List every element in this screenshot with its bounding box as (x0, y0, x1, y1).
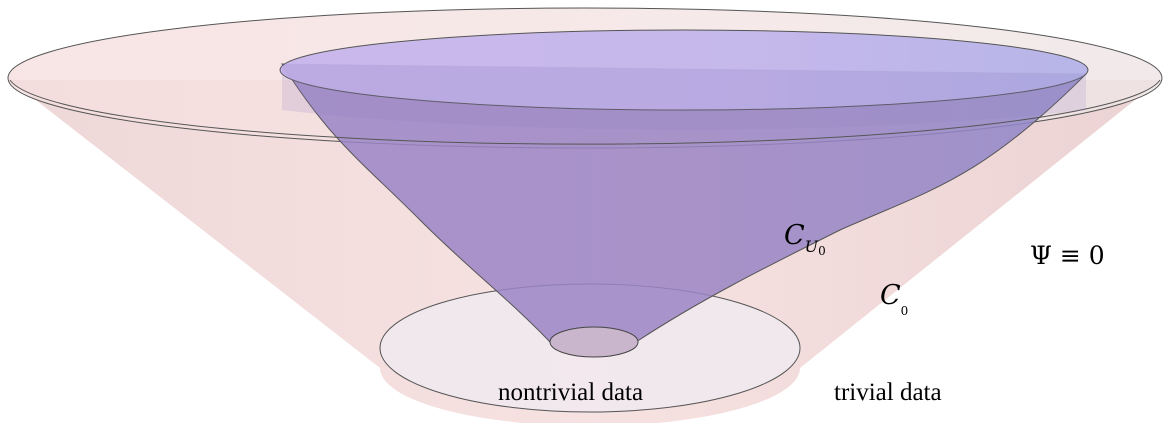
outer-rim-overlay (282, 64, 1086, 130)
trivial-data-label: trivial data (834, 379, 942, 406)
c0-label: C0 (880, 280, 909, 318)
nontrivial-data-label: nontrivial data (498, 379, 644, 406)
inner-top-ellipse (279, 29, 1089, 111)
psi-equation-label: Ψ ≡ 0 (1030, 241, 1105, 270)
c-u0-label: CU0 (784, 220, 826, 258)
tip-disc (549, 326, 639, 358)
outer-rim-front-arc (9, 79, 1161, 145)
